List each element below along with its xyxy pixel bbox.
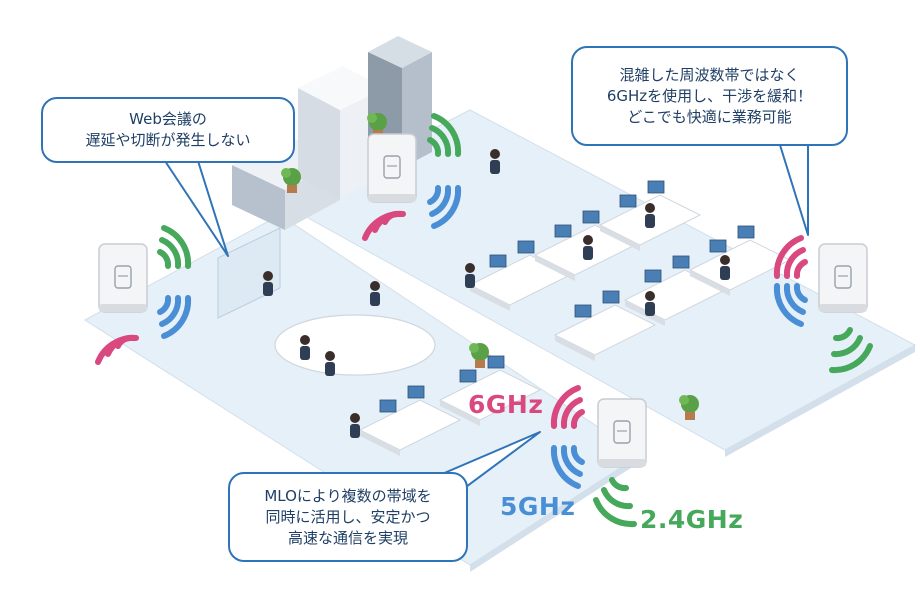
wifi-signal-arc-icon (95, 113, 873, 528)
band-label-2-4ghz: 2.4GHz (640, 505, 744, 534)
callout-line: 6GHzを使用し、干渉を緩和！ (606, 86, 813, 105)
callout-line: 混雑した周波数帯ではなく (619, 65, 800, 84)
callout-line: Web会議の (129, 110, 207, 128)
mlo-callout: MLOにより複数の帯域を 同時に活用し、安定かつ 高速な通信を実現 (228, 472, 468, 562)
callout-line: 遅延や切断が発生しない (85, 131, 251, 149)
callout-line: MLOにより複数の帯域を (264, 486, 432, 505)
office-building-icon (232, 36, 432, 230)
callout-line: 同時に活用し、安定かつ (265, 507, 431, 526)
web-meeting-callout: Web会議の 遅延や切断が発生しない (41, 97, 295, 163)
callout-line: どこでも快適に業務可能 (627, 107, 792, 126)
meeting-room (217, 227, 436, 376)
6ghz-benefit-callout: 混雑した周波数帯ではなく 6GHzを使用し、干渉を緩和！ どこでも快適に業務可能 (571, 46, 848, 146)
band-label-6ghz: 6GHz (468, 390, 544, 419)
band-label-5ghz: 5GHz (500, 492, 576, 521)
callout-line: 高速な通信を実現 (287, 528, 408, 547)
